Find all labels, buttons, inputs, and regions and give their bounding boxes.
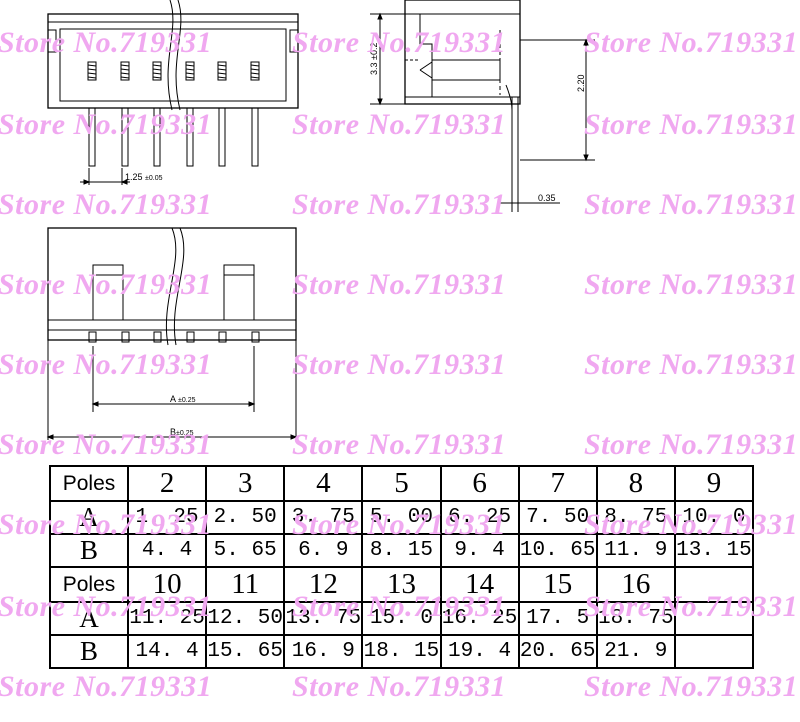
pin: [88, 107, 96, 167]
table-cell: 18. 75: [595, 601, 676, 636]
table-cell: 5. 00: [361, 500, 442, 535]
pin: [218, 107, 226, 167]
table-cell: 11. 25: [126, 601, 208, 636]
pitch-dimension-label: 1.25 ±0.05: [125, 172, 163, 182]
side-view: [370, 0, 595, 212]
connector-drawing: [46, 0, 595, 440]
table-cell: 6. 9: [283, 533, 364, 568]
table-cell: 15: [517, 566, 598, 603]
table-cell: 13. 75: [283, 601, 364, 636]
terminal-contact: [152, 61, 162, 81]
terminal-contact: [250, 61, 260, 81]
table-cell: 8. 75: [595, 500, 676, 535]
table-cell: 8: [595, 465, 676, 502]
top-view: [46, 227, 298, 440]
table-cell: [673, 601, 755, 636]
table-cell: 8. 15: [361, 533, 442, 568]
table-cell: 13. 15: [673, 533, 755, 568]
table-cell: 10: [126, 566, 208, 603]
pin: [153, 107, 161, 167]
table-cell: 11. 9: [595, 533, 676, 568]
terminal-contact: [87, 61, 97, 81]
table-cell: 3: [205, 465, 286, 502]
table-cell: 17. 5: [517, 601, 598, 636]
table-cell: [673, 566, 755, 603]
pin: [251, 107, 259, 167]
table-cell: 11: [205, 566, 286, 603]
pin-stub: [121, 331, 130, 343]
table-cell: 15. 65: [205, 634, 286, 669]
table-cell: 2. 50: [205, 500, 286, 535]
table-cell: 6: [439, 465, 520, 502]
table-cell: 16. 9: [283, 634, 364, 669]
table-cell: 5. 65: [205, 533, 286, 568]
table-cell: 14. 4: [126, 634, 208, 669]
row-label-a: A: [49, 500, 129, 535]
table-cell: [673, 634, 755, 669]
table-cell: 10. 65: [517, 533, 598, 568]
table-cell: 19. 4: [439, 634, 520, 669]
table-cell: 7: [517, 465, 598, 502]
pin-thickness-dimension-label: 0.35: [538, 193, 556, 203]
dimension-a-label: A ±0.25: [170, 394, 196, 404]
table-cell: 18. 15: [361, 634, 442, 669]
table-cell: 9. 4: [439, 533, 520, 568]
row-label-poles: Poles: [49, 465, 129, 502]
row-label-a: A: [49, 601, 129, 636]
pin-stub: [88, 331, 97, 343]
table-cell: 16. 25: [439, 601, 520, 636]
table-cell: 4: [283, 465, 364, 502]
table-cell: 16: [595, 566, 676, 603]
table-cell: 20. 65: [517, 634, 598, 669]
dimension-b-label: B±0.25: [170, 427, 194, 437]
row-label-poles: Poles: [49, 566, 129, 603]
table-cell: 14: [439, 566, 520, 603]
table-cell: 6. 25: [439, 500, 520, 535]
table-cell: 2: [126, 465, 208, 502]
table-cell: 12. 50: [205, 601, 286, 636]
table-cell: 12: [283, 566, 364, 603]
table-cell: 4. 4: [126, 533, 208, 568]
table-cell: 1. 25: [126, 500, 208, 535]
pin-stub: [153, 331, 162, 343]
front-view: [47, 0, 299, 185]
row-label-b: B: [49, 634, 129, 669]
height-dimension-label: 3.3 ±0.2: [369, 42, 379, 75]
terminal-contact: [120, 61, 130, 81]
table-cell: 21. 9: [595, 634, 676, 669]
table-cell: 5: [361, 465, 442, 502]
pin: [186, 107, 194, 167]
table-cell: 9: [673, 465, 755, 502]
table-cell: 13: [361, 566, 442, 603]
terminal-contact: [217, 61, 227, 81]
table-cell: 3. 75: [283, 500, 364, 535]
pin-stub: [218, 331, 227, 343]
row-label-b: B: [49, 533, 129, 568]
table-cell: 7. 50: [517, 500, 598, 535]
pin-height-dimension-label: 2.20: [576, 74, 586, 92]
table-cell: 10. 0: [673, 500, 755, 535]
terminal-contact: [185, 61, 195, 81]
table-cell: 15. 0: [361, 601, 442, 636]
pin-stub: [251, 331, 260, 343]
pin: [121, 107, 129, 167]
pin-stub: [186, 331, 195, 343]
